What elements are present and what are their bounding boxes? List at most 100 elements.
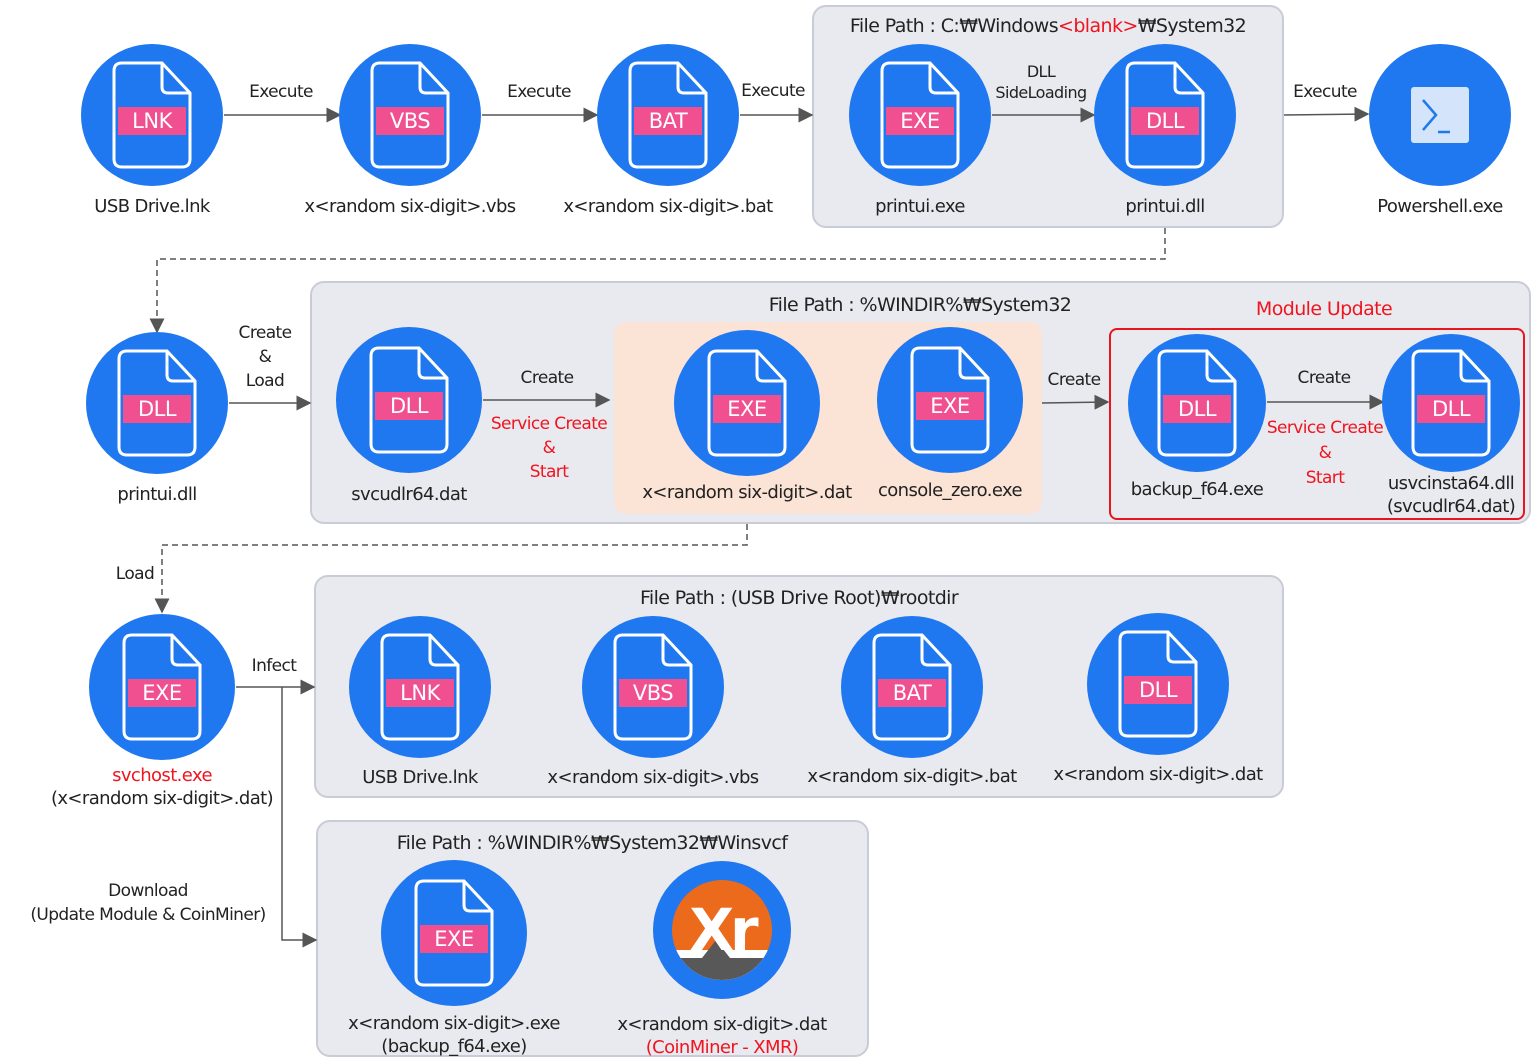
edge-label-execute-1: Execute [249, 82, 313, 102]
node-filename: Powershell.exe [1377, 196, 1503, 217]
document-icon [122, 633, 202, 741]
node-filename: x<random six-digit>.dat [617, 1014, 827, 1035]
edge-label-create-1: Create [238, 323, 292, 343]
node-filename: usvcinsta64.dll [1387, 473, 1515, 494]
node-filename: printui.exe [875, 196, 965, 217]
file-node: EXE [849, 44, 991, 186]
edge-label-amp-2: & [542, 438, 556, 458]
edge-label-create-2: Create [520, 368, 574, 388]
document-icon [1411, 349, 1491, 457]
edge-label-start-1: Start [529, 462, 569, 482]
node-filename: backup_f64.exe [1130, 479, 1264, 500]
edge-label-create-4: Create [1297, 368, 1351, 388]
edge-label-create-3: Create [1047, 370, 1101, 390]
edge-label-execute-3: Execute [741, 81, 805, 101]
file-type-tag: VBS [376, 107, 444, 135]
dashed-arrow-row1-row2 [149, 228, 1166, 334]
file-type-tag: DLL [375, 392, 443, 420]
file-type-tag: EXE [128, 679, 196, 707]
edge-label-service-create-2: Service Create [1266, 418, 1384, 438]
box-title-system32-blank: File Path : C:₩Windows<blank>₩System32 [849, 15, 1247, 37]
path-blank: <blank> [1058, 15, 1138, 37]
document-icon [628, 61, 708, 169]
module-update-box [1109, 328, 1525, 520]
document-icon [1125, 61, 1205, 169]
file-type-tag: EXE [916, 392, 984, 420]
document-icon [112, 61, 192, 169]
document-icon [369, 346, 449, 454]
arrow-box-powershell [1283, 106, 1370, 122]
node-filename: x<random six-digit>.exe [348, 1013, 560, 1034]
arrow-group-module [1041, 394, 1110, 410]
file-type-tag: DLL [123, 395, 191, 423]
file-node: LNK [81, 44, 223, 186]
node-filename: USB Drive.lnk [362, 767, 478, 788]
node-filename: x<random six-digit>.vbs [547, 767, 759, 788]
file-type-tag: EXE [713, 395, 781, 423]
edge-label-amp-3: & [1318, 443, 1332, 463]
path-prefix: File Path : C:₩Windows [849, 15, 1059, 37]
file-type-tag: DLL [1124, 676, 1192, 704]
document-icon [707, 349, 787, 457]
node-filename-detail: (CoinMiner - XMR) [645, 1037, 799, 1058]
node-filename: x<random six-digit>.bat [563, 196, 773, 217]
box-title-usb-rootdir: File Path : (USB Drive Root)₩rootdir [639, 587, 959, 609]
file-node: DLL [86, 332, 228, 474]
file-type-tag: LNK [386, 679, 454, 707]
edge-label-execute-2: Execute [507, 82, 571, 102]
file-node: EXE [877, 327, 1023, 473]
node-filename: x<random six-digit>.dat [642, 482, 852, 503]
edge-label-sideloading: SideLoading [995, 83, 1087, 102]
file-node: DLL [336, 327, 482, 473]
node-filename-detail: (backup_f64.exe) [381, 1036, 527, 1057]
edge-label-load-2: Load [115, 564, 155, 584]
file-node: DLL [1382, 334, 1520, 472]
file-node: EXE [89, 614, 235, 760]
file-type-tag: BAT [878, 679, 946, 707]
edge-label-load-1: Load [245, 371, 285, 391]
node-filename-detail: (x<random six-digit>.dat) [50, 788, 274, 809]
document-icon [613, 633, 693, 741]
file-node: DLL [1094, 44, 1236, 186]
node-filename: svcudlr64.dat [351, 484, 467, 505]
file-node: VBS [582, 616, 724, 758]
edge-label-download-detail: (Update Module & CoinMiner) [30, 905, 266, 925]
file-node: Xr [653, 861, 791, 999]
module-update-label: Module Update [1255, 298, 1393, 320]
document-icon [910, 346, 990, 454]
edge-label-download: Download [108, 881, 188, 901]
edge-label-service-create-1: Service Create [490, 414, 608, 434]
document-icon [1157, 349, 1237, 457]
file-type-tag: VBS [619, 679, 687, 707]
node-filename-detail: (svcudlr64.dat) [1386, 496, 1516, 517]
file-node: LNK [349, 616, 491, 758]
file-node: BAT [597, 44, 739, 186]
xmrig-logo-icon: Xr [672, 880, 772, 980]
box-title-winsvcf: File Path : %WINDIR%₩System32₩Winsvcf [396, 832, 788, 854]
svg-text:Xr: Xr [689, 896, 759, 964]
node-filename: USB Drive.lnk [94, 196, 210, 217]
document-icon [117, 349, 197, 457]
file-node: DLL [1128, 334, 1266, 472]
edge-label-amp-1: & [258, 347, 272, 367]
file-type-tag: EXE [886, 107, 954, 135]
edge-label-infect: Infect [251, 656, 297, 676]
file-node: VBS [339, 44, 481, 186]
file-type-tag: DLL [1131, 107, 1199, 135]
box-title-windir-system32: File Path : %WINDIR%₩System32 [768, 294, 1072, 316]
node-filename: console_zero.exe [877, 480, 1023, 501]
file-node: BAT [841, 616, 983, 758]
arrow-download [281, 687, 318, 948]
node-filename: printui.dll [1125, 196, 1205, 217]
file-type-tag: DLL [1163, 395, 1231, 423]
file-type-tag: EXE [420, 925, 488, 953]
powershell-icon [1411, 87, 1469, 143]
document-icon [414, 879, 494, 987]
document-icon [1118, 630, 1198, 738]
node-filename: svchost.exe [112, 765, 212, 786]
node-filename: x<random six-digit>.vbs [304, 196, 516, 217]
document-icon [872, 633, 952, 741]
file-node: EXE [674, 330, 820, 476]
file-node: DLL [1087, 613, 1229, 755]
